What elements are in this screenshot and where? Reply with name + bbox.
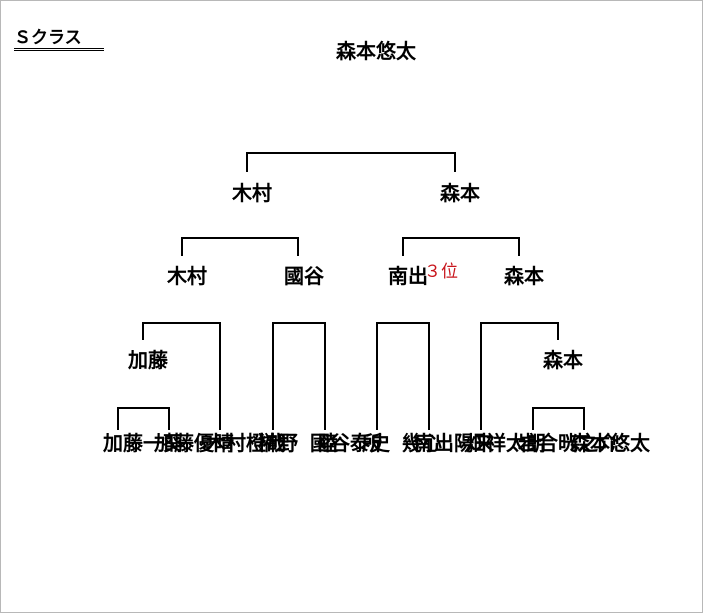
player-name: 木村橙哉 bbox=[206, 430, 286, 457]
class-label: Ｓクラス bbox=[14, 28, 82, 48]
bracket-line-semi-left bbox=[181, 237, 299, 256]
quarterfinal-name-d: 森本 bbox=[543, 348, 583, 372]
final-right-name: 森本 bbox=[440, 181, 480, 205]
third-place-label: ３位 bbox=[424, 262, 458, 282]
player-name: 南出陽来 bbox=[414, 430, 494, 457]
player-name: 榊野 陸 bbox=[258, 430, 338, 457]
player-name: 加藤一葵 bbox=[103, 430, 183, 457]
semifinal-name-b: 國谷 bbox=[284, 264, 324, 288]
bracket-line-semi-right bbox=[402, 237, 520, 256]
player-name: 所 幾心 bbox=[362, 430, 442, 457]
bracket-line-first-b bbox=[532, 407, 585, 430]
class-label-underline bbox=[14, 48, 104, 51]
player-name: 森本悠太 bbox=[570, 430, 650, 457]
bracket-line-quarter-b bbox=[272, 322, 326, 430]
player-name: 岩合晄之介 bbox=[518, 430, 618, 457]
semifinal-name-c: 南出 bbox=[388, 264, 428, 288]
quarterfinal-name-a: 加藤 bbox=[128, 348, 168, 372]
semifinal-name-d: 森本 bbox=[504, 264, 544, 288]
player-name: 畑祥太朗 bbox=[466, 430, 546, 457]
player-name: 國谷泰史 bbox=[310, 430, 390, 457]
bracket-line-first-a bbox=[117, 407, 170, 430]
semifinal-name-a: 木村 bbox=[167, 264, 207, 288]
bracket-line-quarter-d bbox=[480, 322, 559, 430]
player-name: 加藤優晴 bbox=[154, 430, 234, 457]
champion-name: 森本悠太 bbox=[336, 38, 416, 65]
bracket-line-quarter-a bbox=[142, 322, 221, 430]
bracket-line-quarter-c bbox=[376, 322, 430, 430]
final-left-name: 木村 bbox=[232, 181, 272, 205]
bracket-line-final bbox=[246, 152, 456, 172]
